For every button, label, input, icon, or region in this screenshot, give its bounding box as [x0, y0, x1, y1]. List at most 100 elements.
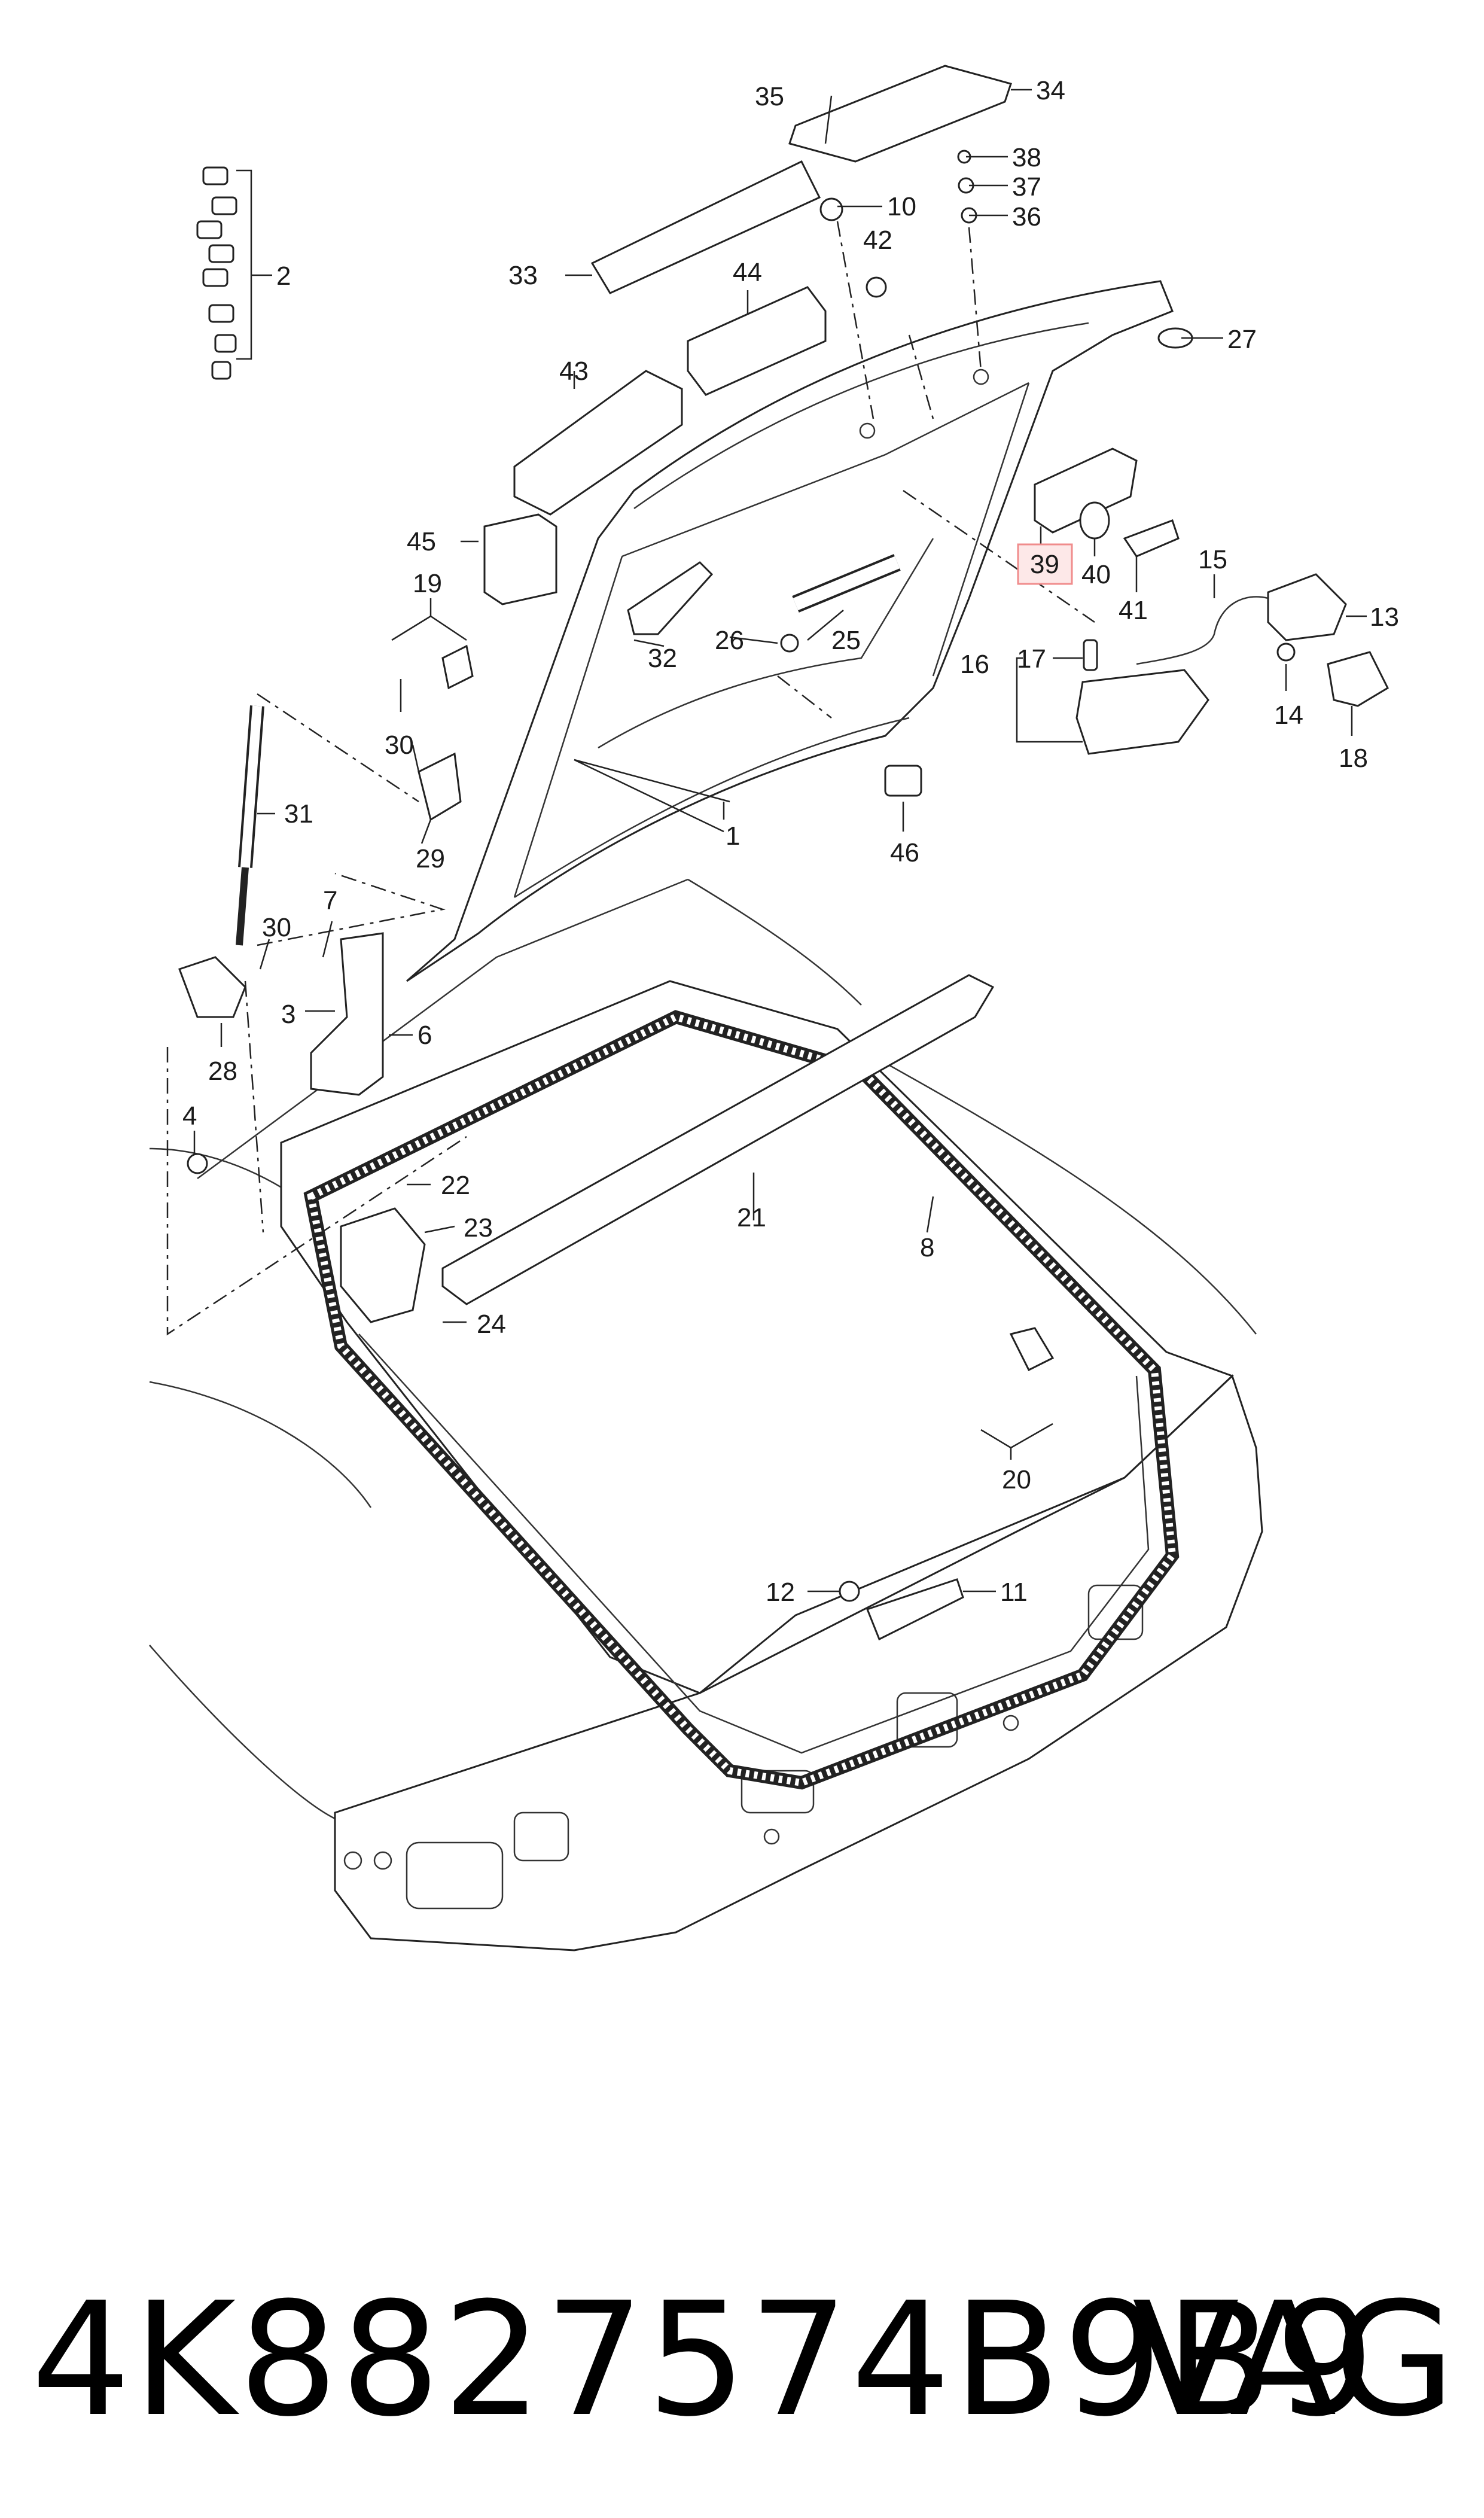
trunk-seal	[303, 1010, 1180, 1790]
motor-16	[1075, 669, 1209, 755]
callout-11: 11	[1000, 1578, 1028, 1607]
latch-11	[866, 1578, 964, 1641]
callout-1: 1	[726, 821, 740, 851]
lid-hole-1	[859, 422, 876, 439]
switch-40	[1079, 501, 1110, 540]
trunk-lid	[406, 280, 1174, 982]
cover-18	[1327, 651, 1389, 707]
callout-42: 42	[863, 226, 892, 255]
fender-line-lower	[149, 1645, 336, 1820]
callout-19: 19	[413, 569, 442, 598]
striker-20	[1009, 1327, 1055, 1372]
callout-3: 3	[281, 1000, 295, 1029]
strip-41	[1123, 519, 1180, 558]
trim-21	[441, 974, 995, 1305]
clip-10	[819, 197, 843, 221]
panel-hole-3	[763, 1828, 780, 1845]
panel-hole-4	[1002, 1715, 1019, 1731]
callout-16: 16	[960, 650, 989, 679]
cover-plate-34	[788, 65, 1012, 163]
callout-18: 18	[1339, 744, 1368, 773]
lid-inner-beam	[621, 382, 1029, 558]
handle-39	[1034, 447, 1138, 534]
car-body-rear	[149, 878, 1263, 1951]
callout-4: 4	[182, 1101, 197, 1131]
callout-26: 26	[715, 626, 744, 655]
callout-12: 12	[766, 1578, 795, 1607]
trim-strip-33	[590, 160, 821, 294]
callout-21: 21	[737, 1203, 766, 1232]
callout-labels: 1 2 3 4 6 7 8 10 11 12 13 14 15 16 17 18…	[182, 76, 1399, 1607]
bracket-28	[178, 956, 246, 1018]
clip-46	[884, 765, 922, 797]
lid-inner-top	[633, 322, 1089, 510]
callout-44: 44	[733, 258, 762, 287]
part-number: 4K8827574B9B9	[31, 2269, 1378, 2451]
panel-opening-3	[741, 1770, 815, 1814]
lid-inner-left	[513, 556, 623, 898]
lid-inner-rib	[598, 538, 934, 749]
dashed-lines	[166, 221, 1095, 1336]
callout-31: 31	[284, 799, 313, 829]
lid-inner-bottom	[514, 717, 910, 899]
trunk-lid-panel	[406, 280, 1174, 982]
hinge-3	[310, 932, 384, 1096]
c-pillar-right	[687, 878, 862, 1006]
callout-36: 36	[1012, 202, 1041, 232]
callout-33: 33	[508, 261, 538, 290]
footer: 4K8827574B9B9 VAG	[0, 2261, 1484, 2459]
panel-opening-left	[406, 1841, 504, 1910]
bumper-stop-19	[441, 644, 474, 690]
cable-15	[1136, 596, 1269, 665]
callout-22: 22	[441, 1171, 470, 1200]
callout-6: 6	[418, 1021, 432, 1050]
lid-inner-right	[932, 382, 1030, 677]
callout-25: 25	[831, 626, 861, 655]
nut-12	[839, 1581, 860, 1602]
callout-40: 40	[1081, 560, 1111, 589]
brand-name: VAG	[1132, 2269, 1455, 2451]
callout-17: 17	[1017, 644, 1046, 674]
callout-32: 32	[648, 644, 677, 673]
gas-strut-31	[236, 705, 264, 946]
callout-2: 2	[276, 261, 291, 291]
trunk-floor-edge	[358, 1333, 1150, 1754]
damper-25	[792, 554, 901, 613]
callout-8: 8	[920, 1233, 934, 1262]
nut-14	[1276, 643, 1296, 662]
damper-block-45	[483, 513, 557, 605]
callout-39: 39	[1030, 550, 1059, 579]
callout-46: 46	[890, 838, 919, 867]
callout-29: 29	[416, 844, 445, 873]
lid-hole-2	[973, 369, 989, 385]
callout-41: 41	[1119, 596, 1148, 625]
callout-14: 14	[1274, 701, 1303, 730]
foam-block-44	[687, 286, 827, 396]
callout-24: 24	[477, 1310, 506, 1339]
callout-30-upper: 30	[385, 730, 414, 760]
callout-10: 10	[887, 192, 916, 221]
panel-hole-1	[343, 1851, 362, 1870]
quarter-panel-right	[867, 1052, 1257, 1335]
panel-opening-2	[513, 1811, 569, 1862]
bracket-29	[418, 752, 462, 821]
panel-hole-2	[373, 1851, 392, 1870]
callout-35: 35	[755, 82, 784, 111]
leader-lines	[193, 89, 1367, 1593]
lock-13	[1267, 573, 1347, 641]
foam-block-43	[513, 370, 683, 516]
fender-crease	[149, 1381, 372, 1508]
callout-45: 45	[407, 527, 436, 556]
callout-7: 7	[323, 886, 337, 915]
highlight-box-39	[1017, 543, 1073, 585]
callout-13: 13	[1370, 602, 1399, 632]
nut-42	[866, 276, 887, 298]
screw-set-2	[196, 166, 237, 380]
callout-38: 38	[1012, 143, 1041, 172]
callout-30-lower: 30	[262, 913, 291, 942]
callout-34: 34	[1036, 76, 1065, 105]
nut-4	[187, 1153, 208, 1174]
callout-15: 15	[1198, 545, 1227, 574]
nut-26	[780, 634, 799, 653]
